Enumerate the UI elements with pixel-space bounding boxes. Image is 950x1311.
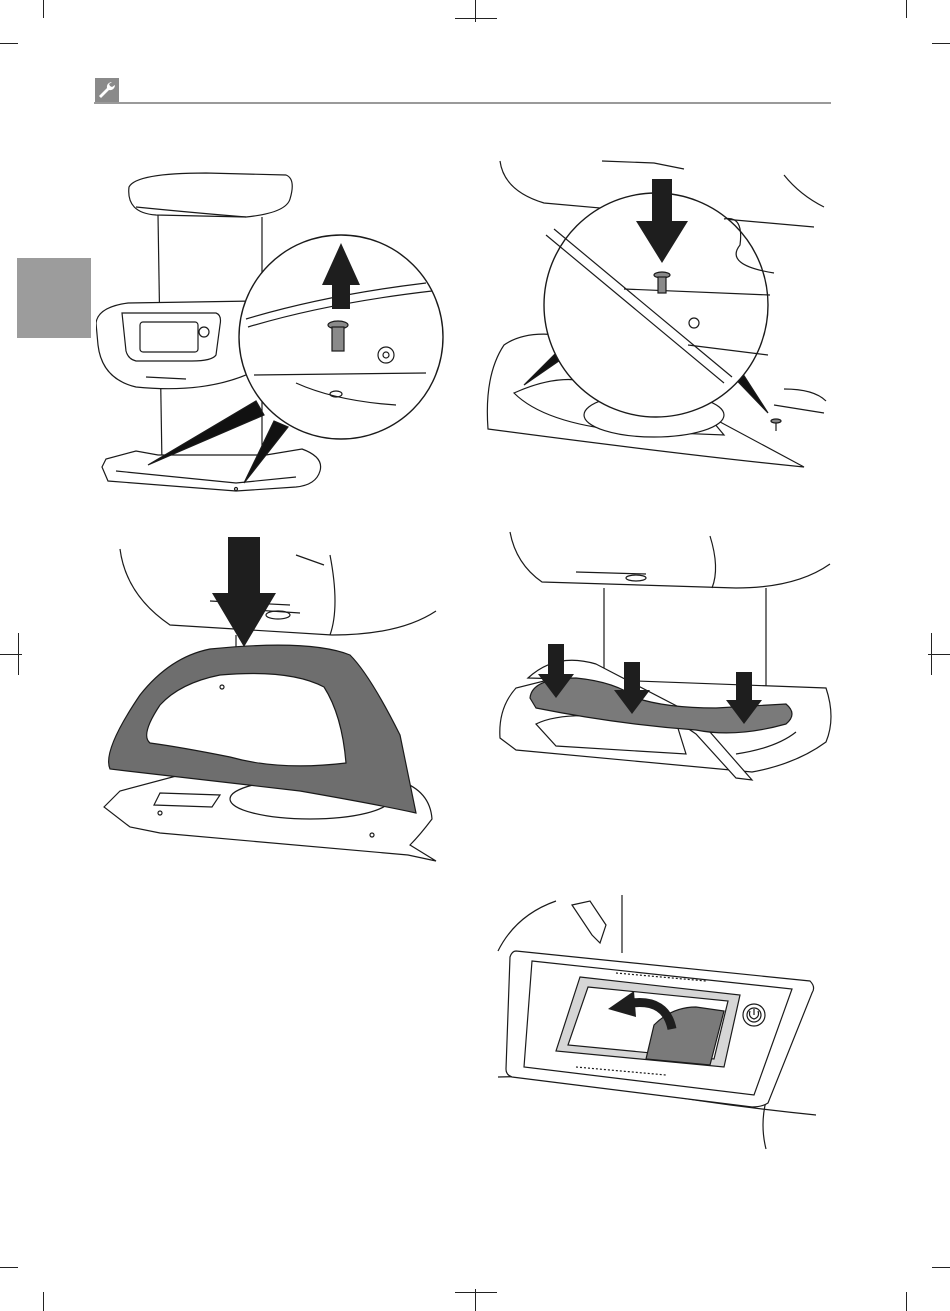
- chapter-tab: [17, 258, 91, 338]
- crop-mark: [18, 633, 19, 675]
- crop-mark: [455, 18, 497, 19]
- header-rule: [94, 102, 831, 104]
- crop-mark: [43, 0, 44, 18]
- figure-lower-frame: [100, 535, 440, 865]
- figure-remove-screw: [96, 165, 456, 495]
- crop-mark: [932, 43, 950, 44]
- crop-mark: [931, 633, 932, 675]
- crop-mark: [906, 0, 907, 18]
- crop-mark: [932, 1267, 950, 1268]
- figure-insert-screw: [484, 155, 830, 485]
- crop-mark: [0, 43, 18, 44]
- figure-peel-film: [496, 895, 826, 1155]
- crop-mark: [455, 1292, 497, 1293]
- crop-mark: [43, 1292, 44, 1311]
- crop-mark: [0, 1267, 18, 1268]
- crop-mark: [906, 1292, 907, 1311]
- wrench-icon: [95, 78, 119, 102]
- figure-place-inserts: [496, 528, 836, 788]
